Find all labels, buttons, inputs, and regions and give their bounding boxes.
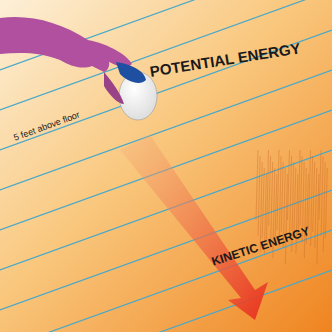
motion-streak <box>321 156 323 236</box>
motion-streak <box>256 150 258 220</box>
motion-streak <box>319 150 321 220</box>
motion-streak <box>315 168 317 248</box>
motion-streak <box>300 156 302 226</box>
motion-streak <box>323 162 325 252</box>
height-line <box>0 0 332 110</box>
thumb <box>116 62 146 83</box>
motion-streak <box>304 168 306 258</box>
motion-streak <box>311 156 313 246</box>
hand-shadow <box>104 72 124 104</box>
motion-streak <box>269 156 271 226</box>
motion-streak <box>288 150 290 220</box>
motion-streak <box>309 150 311 230</box>
motion-streak <box>290 156 292 236</box>
motion-streak <box>271 162 273 242</box>
fall-arrow <box>120 135 268 320</box>
motion-streak <box>258 156 260 236</box>
motion-streak <box>285 174 287 264</box>
motion-streak <box>317 174 319 264</box>
motion-streak <box>267 150 269 240</box>
motion-streak <box>313 162 315 232</box>
motion-streak <box>262 168 264 238</box>
finger <box>88 40 132 67</box>
motion-streak <box>277 150 279 230</box>
height-line <box>0 270 332 332</box>
motion-streak <box>325 168 327 238</box>
motion-streak <box>281 162 283 232</box>
